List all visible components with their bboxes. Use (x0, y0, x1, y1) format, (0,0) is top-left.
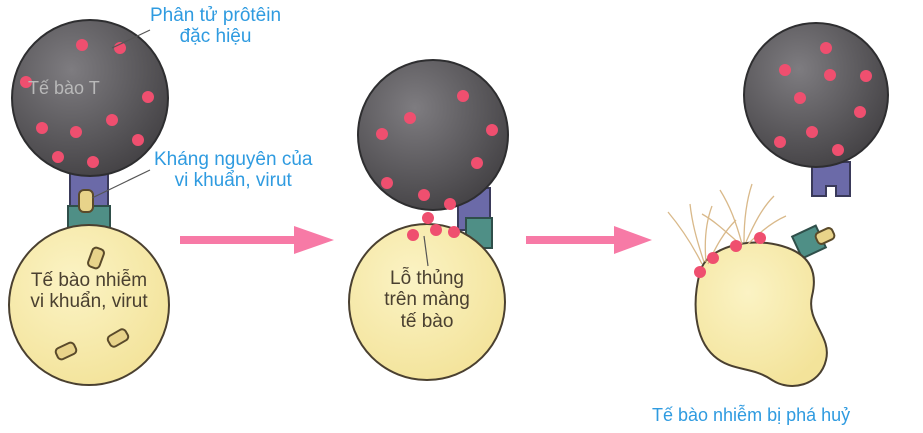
protein-dot (444, 198, 456, 210)
protein-dot (422, 212, 434, 224)
process-arrow (180, 226, 334, 254)
protein-dot (694, 266, 706, 278)
protein-dot (87, 156, 99, 168)
protein-dot (76, 39, 88, 51)
protein-dot (106, 114, 118, 126)
infected-cell-label-line-1: Tế bào nhiễm (14, 270, 164, 291)
protein-dot (860, 70, 872, 82)
antigen-label-line-2: vi khuẩn, virut (154, 170, 312, 191)
protein-dot (376, 128, 388, 140)
stage-2 (349, 60, 508, 380)
antigen-capsule (79, 190, 93, 212)
t-cell-sphere (744, 23, 888, 167)
protein-dot (430, 224, 442, 236)
stage-1 (9, 20, 169, 385)
protein-dot (418, 189, 430, 201)
membrane-hole-label-line-1: Lỗ thủng (362, 268, 492, 289)
protein-label: Phân tử prôtêin đặc hiệu (150, 5, 281, 48)
antigen-label-line-1: Kháng nguyên của (154, 149, 312, 170)
protein-dot (806, 126, 818, 138)
destroyed-cell-label: Tế bào nhiễm bị phá huỷ (652, 405, 850, 425)
protein-dot (486, 124, 498, 136)
protein-dot (794, 92, 806, 104)
protein-dot (754, 232, 766, 244)
protein-dot (52, 151, 64, 163)
protein-dot (820, 42, 832, 54)
protein-dot (448, 226, 460, 238)
membrane-hole-label-line-3: tế bào (362, 311, 492, 332)
protein-dot (832, 144, 844, 156)
protein-dot (404, 112, 416, 124)
protein-dot (779, 64, 791, 76)
protein-dot (70, 126, 82, 138)
stage-3 (668, 23, 888, 386)
protein-label-line-1: Phân tử prôtêin (150, 5, 281, 26)
protein-label-line-2: đặc hiệu (150, 26, 281, 47)
protein-dot (707, 252, 719, 264)
protein-dot (142, 91, 154, 103)
protein-dot (730, 240, 742, 252)
destroyed-cell (696, 242, 827, 385)
infected-cell-label-line-2: vi khuẩn, virut (14, 291, 164, 312)
protein-dot (854, 106, 866, 118)
protein-dot (381, 177, 393, 189)
t-cell-label: Tế bào T (28, 78, 100, 98)
protein-dot (132, 134, 144, 146)
membrane-hole-label-line-2: trên màng (362, 289, 492, 310)
membrane-hole-label: Lỗ thủng trên màng tế bào (362, 268, 492, 332)
protein-dot (457, 90, 469, 102)
infected-cell-label: Tế bào nhiễm vi khuẩn, virut (14, 270, 164, 313)
protein-dot (36, 122, 48, 134)
protein-dot (824, 69, 836, 81)
protein-dot (774, 136, 786, 148)
protein-dot (471, 157, 483, 169)
protein-dot (407, 229, 419, 241)
process-arrow (526, 226, 652, 254)
antigen-label: Kháng nguyên của vi khuẩn, virut (154, 149, 312, 192)
